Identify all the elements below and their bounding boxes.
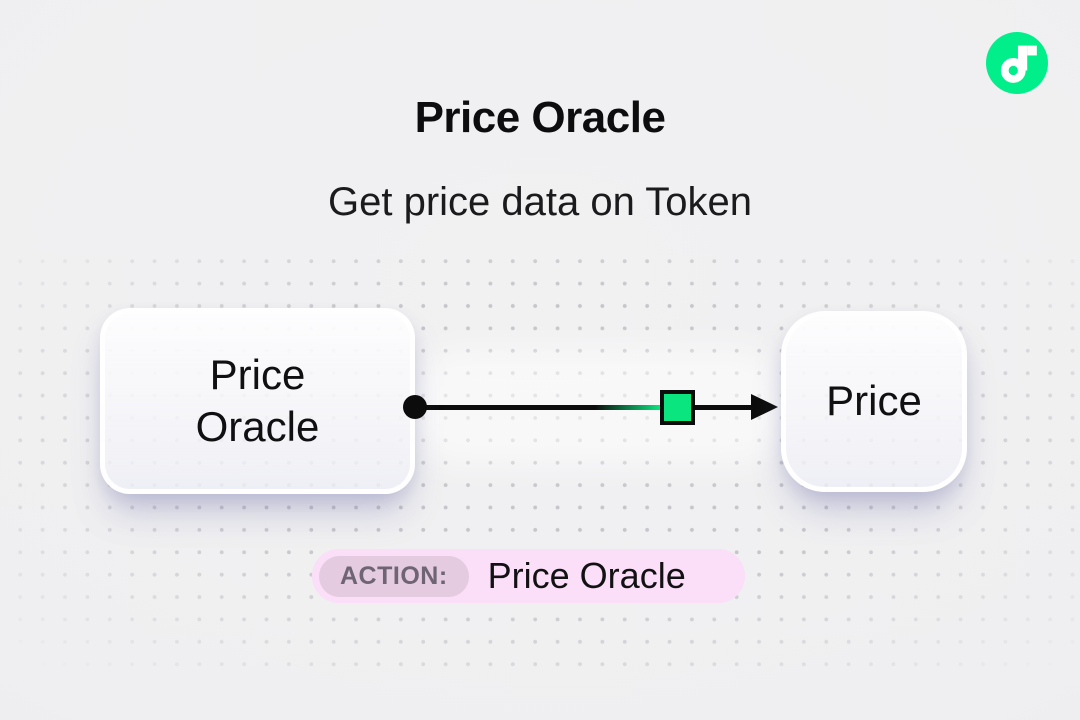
connector-green-square-icon[interactable] (660, 390, 695, 425)
node-price-oracle-label: Price Oracle (196, 349, 320, 454)
page-subtitle: Get price data on Token (328, 180, 752, 224)
action-badge-value: Price Oracle (487, 555, 686, 596)
connector-arrowhead-icon (751, 394, 778, 420)
node-price[interactable]: Price (781, 311, 967, 492)
node-price-oracle-line2: Oracle (195, 403, 320, 450)
node-price-oracle[interactable]: Price Oracle (100, 308, 415, 494)
action-badge-label: ACTION: (319, 555, 469, 597)
flow-logo-icon (986, 32, 1048, 94)
connector-line (415, 405, 755, 410)
connector-start-dot (403, 395, 427, 419)
node-price-label: Price (826, 377, 922, 425)
action-badge: ACTION: Price Oracle (312, 549, 745, 603)
page-title: Price Oracle (414, 93, 666, 143)
node-price-oracle-line1: Price (209, 350, 306, 398)
connector-line-green-gradient (595, 405, 660, 410)
